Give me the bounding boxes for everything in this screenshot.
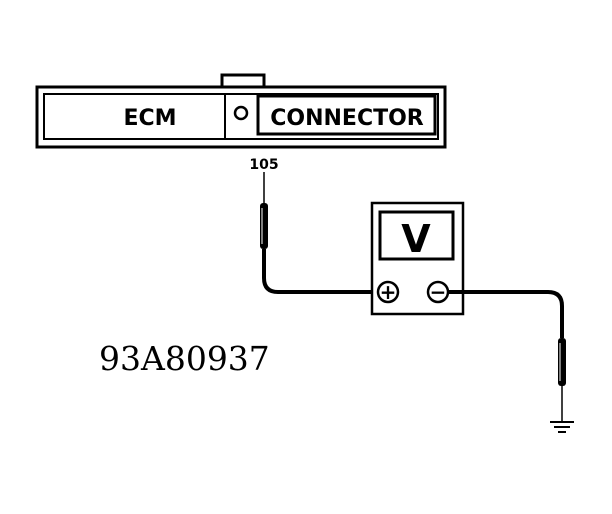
positive-lead-wire bbox=[262, 249, 380, 294]
positive-terminal bbox=[376, 280, 400, 304]
figure-id-label: 93A80937 bbox=[99, 339, 270, 378]
connector-latch bbox=[220, 73, 266, 88]
ground-symbol-icon bbox=[550, 421, 574, 433]
negative-lead-wire bbox=[448, 290, 564, 338]
circle-icon bbox=[233, 105, 249, 121]
connector-left-label: ECM bbox=[123, 106, 176, 131]
voltmeter-display-text: V bbox=[401, 217, 431, 261]
negative-terminal-symbol: − bbox=[430, 280, 447, 304]
test-probe-icon bbox=[260, 203, 268, 249]
voltmeter: V + − bbox=[370, 201, 465, 316]
voltmeter-display bbox=[378, 210, 455, 261]
positive-terminal-symbol: + bbox=[380, 280, 397, 304]
negative-probe-lead bbox=[448, 290, 566, 422]
ecm-connector: ECM CONNECTOR bbox=[35, 73, 447, 149]
connector-label-box bbox=[256, 94, 437, 136]
pin-number-label: 105 bbox=[249, 157, 278, 173]
negative-probe-handle bbox=[558, 338, 566, 386]
positive-probe-lead bbox=[260, 172, 380, 294]
connector-right-label: CONNECTOR bbox=[270, 106, 424, 131]
